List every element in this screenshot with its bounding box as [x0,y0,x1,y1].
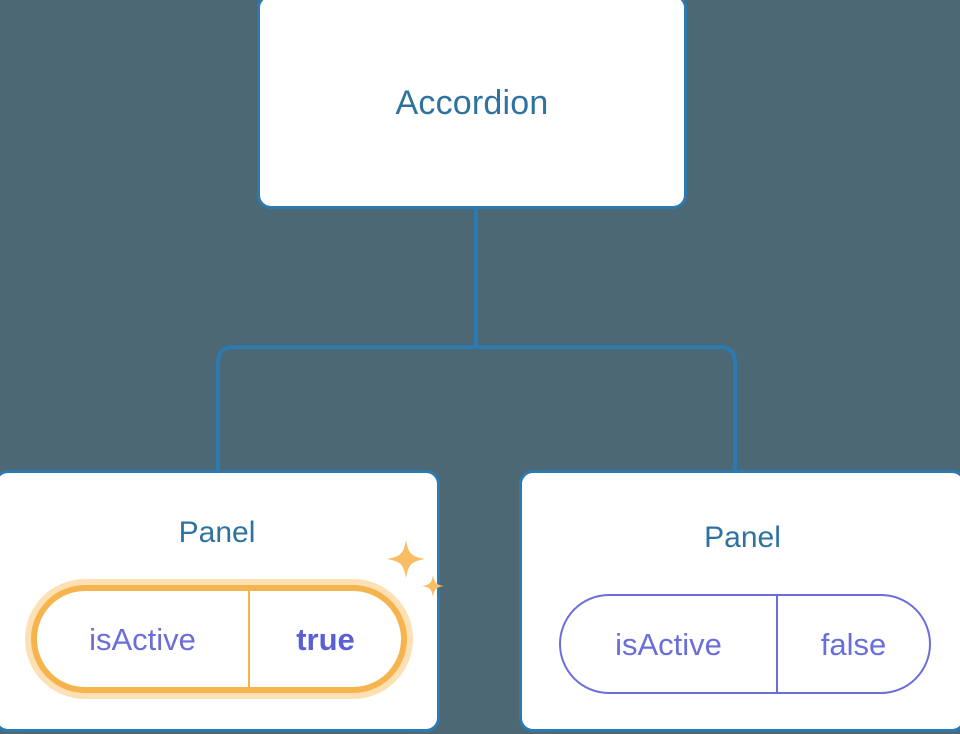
node-accordion[interactable]: Accordion [257,0,687,209]
prop-pill-isactive-true[interactable]: isActive true [31,585,407,693]
connector-branch-bus [216,345,737,470]
node-panel-right-title: Panel [704,521,781,554]
prop-pill-key: isActive [37,591,250,687]
node-panel-left[interactable]: Panel isActive true [0,470,440,732]
prop-pill-value: false [820,626,887,662]
prop-pill-value: true [296,621,355,657]
node-panel-right[interactable]: Panel isActive false [519,470,960,732]
prop-pill-isactive-false[interactable]: isActive false [559,594,931,694]
node-accordion-title: Accordion [395,84,549,122]
prop-pill-key: isActive [561,596,778,692]
node-panel-left-title: Panel [178,516,256,549]
